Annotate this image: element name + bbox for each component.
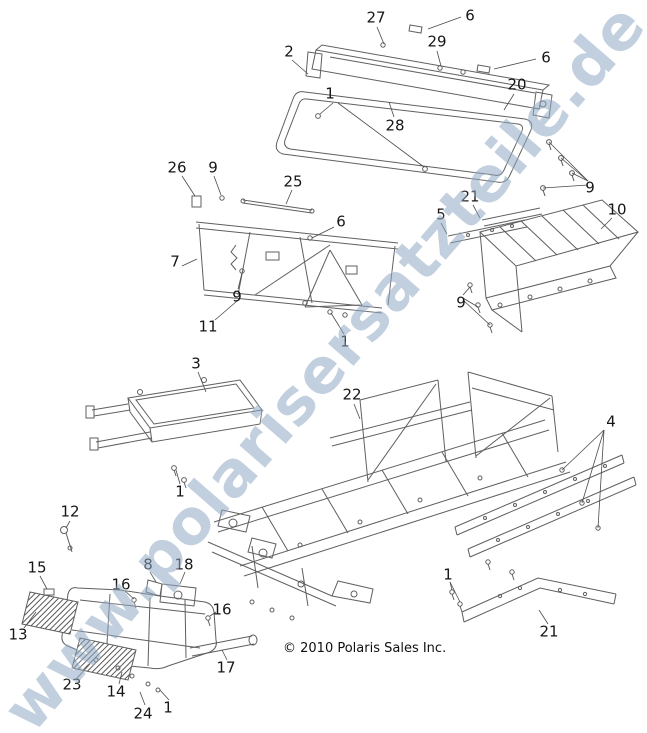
callout-label-25: 25 bbox=[283, 172, 303, 191]
top-rail-assembly bbox=[305, 24, 553, 119]
callout-label-11: 11 bbox=[198, 317, 218, 336]
callout-label-12: 12 bbox=[60, 502, 80, 521]
callout-label-9: 9 bbox=[456, 293, 466, 312]
bed-frame-outline bbox=[275, 91, 533, 183]
callout-label-9: 9 bbox=[585, 178, 595, 197]
callout-label-17: 17 bbox=[216, 658, 236, 677]
callout-label-14: 14 bbox=[106, 682, 126, 701]
leader-lines bbox=[23, 16, 613, 706]
callout-label-2: 2 bbox=[284, 42, 294, 61]
callout-label-5: 5 bbox=[436, 205, 446, 224]
callout-label-1: 1 bbox=[163, 698, 173, 717]
callout-label-9: 9 bbox=[232, 287, 242, 306]
callout-label-1: 1 bbox=[340, 332, 350, 351]
side-rails bbox=[454, 454, 637, 581]
callout-label-4: 4 bbox=[606, 412, 616, 431]
callout-label-23: 23 bbox=[62, 675, 82, 694]
callout-label-29: 29 bbox=[427, 32, 447, 51]
callout-label-6: 6 bbox=[541, 48, 551, 67]
callout-label-1: 1 bbox=[175, 482, 185, 501]
sub-frame bbox=[85, 377, 263, 489]
callout-label-8: 8 bbox=[143, 555, 153, 574]
callout-label-21: 21 bbox=[539, 622, 559, 641]
callout-label-16: 16 bbox=[212, 600, 232, 619]
callout-label-13: 13 bbox=[8, 625, 28, 644]
front-bumper-assembly bbox=[21, 526, 258, 693]
callout-label-18: 18 bbox=[174, 555, 194, 574]
callout-label-22: 22 bbox=[342, 385, 362, 404]
callout-label-21: 21 bbox=[460, 187, 480, 206]
copyright-text: © 2010 Polaris Sales Inc. bbox=[283, 641, 447, 656]
main-chassis bbox=[207, 371, 571, 621]
callout-label-6: 6 bbox=[465, 6, 475, 25]
front-frame-section bbox=[191, 195, 399, 318]
callout-label-9: 9 bbox=[208, 158, 218, 177]
callout-label-15: 15 bbox=[27, 558, 47, 577]
callout-label-16: 16 bbox=[111, 575, 131, 594]
mid-channel-bars bbox=[447, 207, 543, 244]
callout-label-24: 24 bbox=[133, 704, 153, 723]
callout-label-28: 28 bbox=[385, 116, 405, 135]
lower-bracket bbox=[449, 577, 617, 623]
callout-label-26: 26 bbox=[167, 158, 187, 177]
callout-label-1: 1 bbox=[443, 565, 453, 584]
callout-label-20: 20 bbox=[507, 75, 527, 94]
callout-label-10: 10 bbox=[607, 200, 627, 219]
callout-label-27: 27 bbox=[366, 8, 386, 27]
callout-label-7: 7 bbox=[170, 252, 180, 271]
rear-frame-box bbox=[467, 199, 640, 334]
callout-label-3: 3 bbox=[191, 354, 201, 373]
callout-label-1: 1 bbox=[325, 84, 335, 103]
callout-label-6: 6 bbox=[336, 212, 346, 231]
